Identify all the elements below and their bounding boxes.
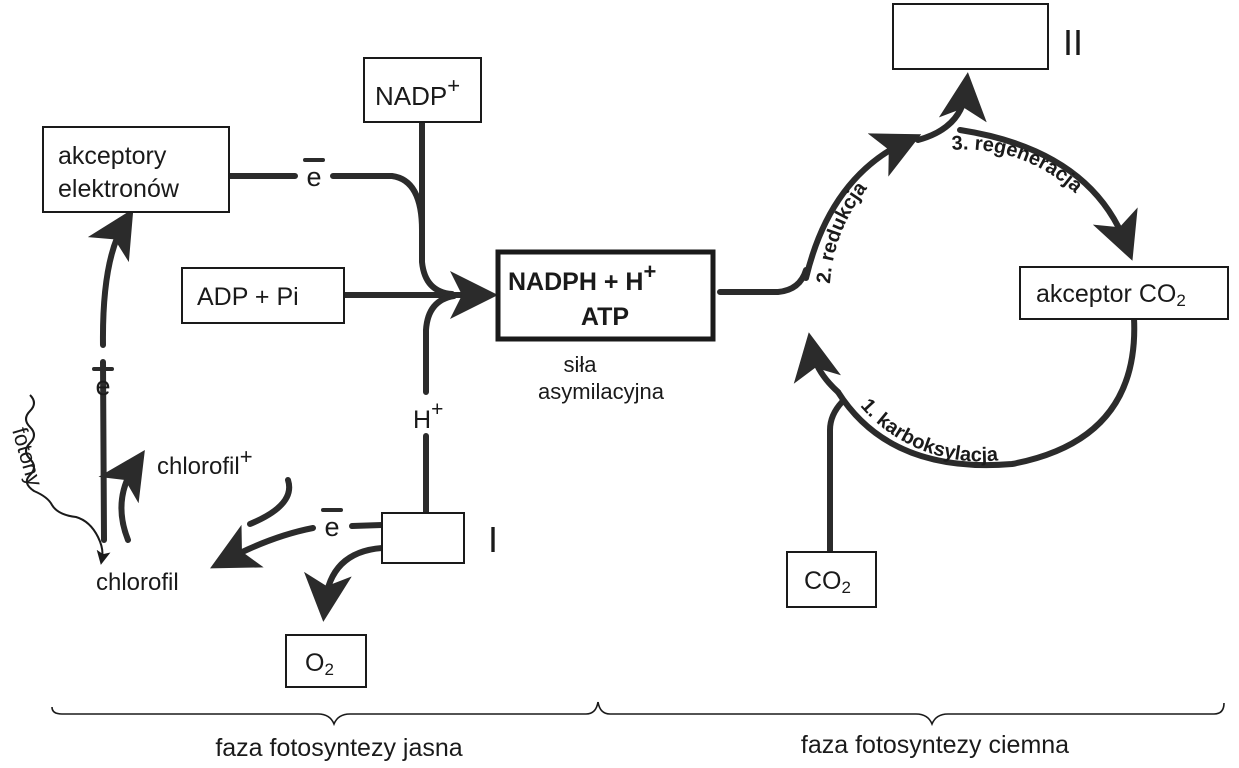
chlorophyll-plus-label: chlorofil+ <box>157 444 253 480</box>
photon-wave <box>25 394 111 565</box>
co2-label: CO2 <box>804 567 851 597</box>
light-phase-label: faza fotosyntezy jasna <box>215 734 462 762</box>
co2-flow-arrow <box>827 399 845 555</box>
photons-label: fotony <box>7 424 48 489</box>
chlorophyll-excitation-arrow <box>98 449 145 543</box>
dark-phase-label: faza fotosyntezy ciemna <box>801 731 1069 759</box>
marker-ii: II <box>1063 22 1083 63</box>
proton-flow-line <box>423 293 457 395</box>
co2-box <box>786 551 877 608</box>
adp-pi-box <box>181 267 345 324</box>
nadp-plus-box <box>363 57 482 123</box>
acceptor-to-carboxylation-line <box>835 315 1138 469</box>
co2-acceptor-box <box>1019 266 1229 320</box>
product-box <box>495 249 716 342</box>
electron-label-2: e <box>95 371 110 401</box>
blank-box-2 <box>892 3 1049 70</box>
product-label-line2: ATP <box>581 303 629 331</box>
nadp-plus-label: NADP+ <box>375 73 460 111</box>
h-plus-label: H+ <box>413 398 443 434</box>
chlorophyll-label: chlorofil <box>96 569 179 596</box>
chlorophyll-regeneration-arrow <box>247 477 293 527</box>
electron-excitation-arrow <box>103 224 124 543</box>
electron-acceptors-label-line1: akceptory <box>58 142 167 170</box>
dark-phase-brace <box>597 701 1225 727</box>
assimilatory-force-line1: siła <box>563 352 597 377</box>
product-label-line1: NADPH + H+ <box>508 259 656 296</box>
electron-label-3: e <box>324 512 339 542</box>
to-product-arrow <box>915 72 987 143</box>
electron-label-1: e <box>306 162 321 192</box>
regeneration-label: 3. regeneracja <box>951 132 1087 197</box>
blank-box-1 <box>381 512 465 564</box>
o2-label: O2 <box>305 649 334 679</box>
electron-acceptors-box <box>42 126 230 213</box>
oxygen-flow-arrow <box>303 545 385 622</box>
light-phase-brace <box>51 701 599 727</box>
co2-acceptor-label: akceptor CO2 <box>1036 280 1186 310</box>
carboxylation-label: 1. karboksylacja <box>856 395 999 467</box>
water-electron-arrow <box>226 525 385 560</box>
o2-box <box>285 634 367 688</box>
adp-pi-label: ADP + Pi <box>197 283 299 311</box>
regeneration-arc <box>957 127 1138 261</box>
carboxylation-arc <box>793 332 841 395</box>
assimilatory-force-line2: asymilacyjna <box>538 379 665 404</box>
marker-i: I <box>488 519 498 560</box>
reduction-arc <box>803 133 922 281</box>
electron-acceptors-label-line2: elektronów <box>58 175 180 203</box>
assimilatory-force-line <box>717 267 809 295</box>
